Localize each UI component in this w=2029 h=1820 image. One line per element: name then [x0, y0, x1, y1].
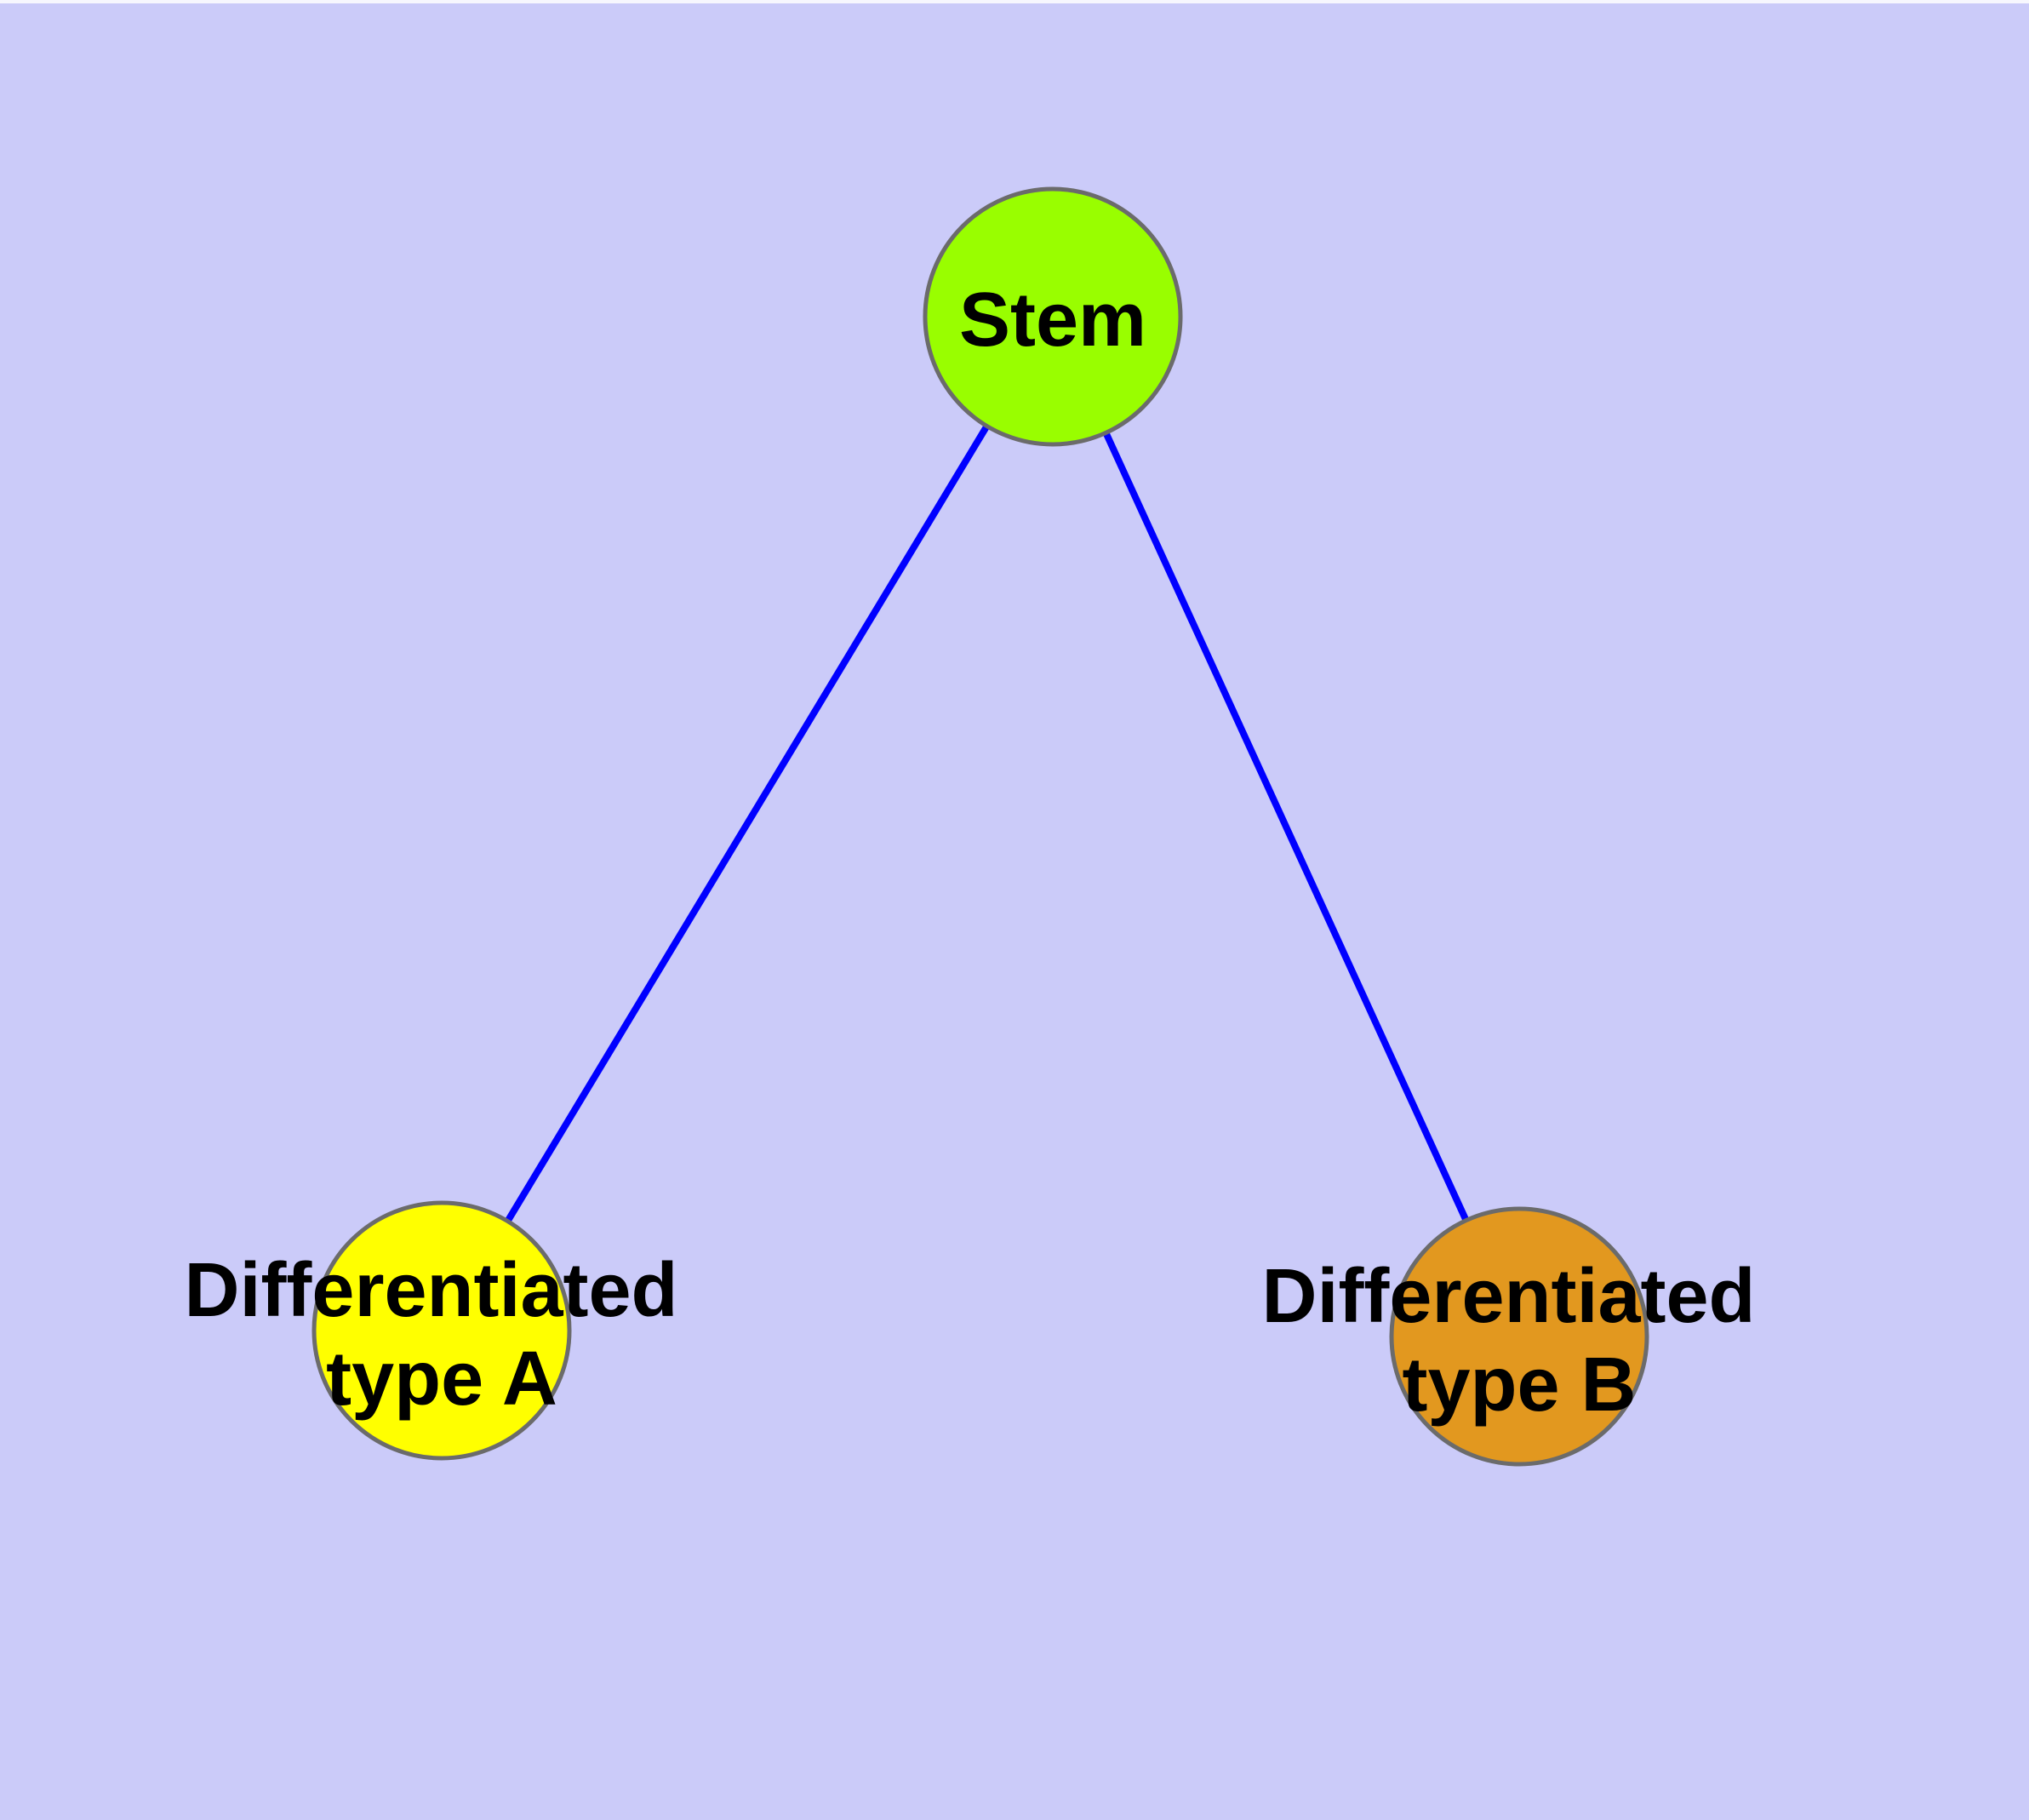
- node-stem-label: Stem: [959, 278, 1146, 363]
- node-type-b-circle: [1389, 1206, 1649, 1467]
- edge-stem-to-type-b: [1049, 315, 1523, 1338]
- node-type-a-label-line2: type A: [326, 1336, 557, 1422]
- node-type-b-label: Differentiated type B: [1261, 1254, 1776, 1428]
- node-type-a-label: Differentiated type A: [184, 1248, 699, 1422]
- edge-stem-to-type-a: [438, 314, 1056, 1333]
- node-type-a-circle: [311, 1200, 572, 1461]
- node-type-a-label-line1: Differentiated: [184, 1248, 677, 1333]
- node-type-b-label-line1: Differentiated: [1261, 1254, 1755, 1339]
- node-stem-circle: [923, 186, 1183, 447]
- node-type-b-label-line2: type B: [1402, 1342, 1636, 1428]
